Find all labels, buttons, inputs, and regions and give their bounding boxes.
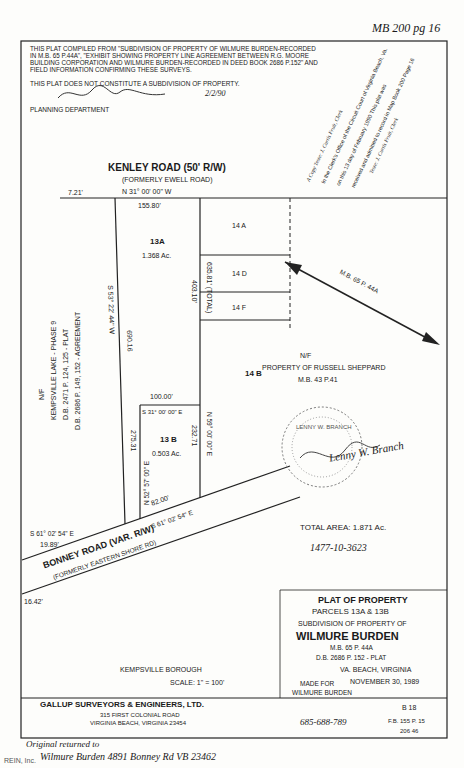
plat-label: D.B. 2471 P. 124, 125 - PLAT: [62, 329, 70, 420]
plat-label: F.B. 155 P. 15: [388, 718, 425, 725]
plat-label: 232.71: [190, 425, 198, 446]
plat-label: N 52° 57' 00" E: [143, 461, 150, 505]
plat-label: REIN, Inc.: [4, 757, 36, 765]
plat-label: S 53° 22' 44" W: [106, 285, 115, 334]
plat-label: 635.81' (TOTAL): [205, 262, 213, 313]
plat-label: 2/2/90: [205, 90, 225, 99]
plat-label: NOVEMBER 30, 1989: [350, 678, 419, 686]
plat-label: 19.89': [40, 541, 59, 549]
plat-label: PARCELS 13A & 13B: [312, 608, 389, 617]
plat-label: VIRGINIA BEACH, VIRGINIA 23454: [90, 720, 186, 727]
plat-label: M.B. 65 P. 44A: [339, 268, 380, 294]
plat-label: N/F: [300, 352, 311, 360]
plat-label: 14 A: [232, 222, 246, 230]
plat-label: S 61° 02' 54" E: [30, 530, 74, 537]
plat-label: 1477-10-3623: [310, 542, 367, 553]
plat-label: WILMURE BURDEN: [296, 630, 399, 642]
plat-label: 403.10': [190, 280, 198, 303]
plat-label: 685-688-789: [300, 718, 347, 728]
plat-label: 7.21': [68, 189, 83, 197]
plat-label: 14 F: [232, 304, 246, 312]
plat-label: THIS PLAT COMPILED FROM "SUBDIVISION OF …: [30, 46, 320, 74]
plat-label: 14 B: [245, 370, 262, 379]
plat-label: 16.42': [24, 598, 43, 606]
plat-label: SCALE: 1" = 100': [170, 679, 224, 687]
plat-label: S 61° 02' 54" E: [150, 509, 194, 530]
plat-label: N/F: [38, 389, 46, 400]
plat-label: Original returned to: [26, 740, 99, 750]
plat-label: 14 D: [232, 270, 247, 278]
plat-label: 155.80': [138, 202, 161, 210]
plat-label: S 31° 00' 00" E: [142, 409, 182, 416]
plat-label: received and admitted to record in Map B…: [350, 57, 416, 188]
plat-label: 13 B: [160, 436, 177, 445]
plat-label: MB 200 pg 16: [372, 22, 440, 35]
plat-label: KEMPSVILLE BOROUGH: [120, 666, 202, 674]
plat-label: KEMPSVILLE LAKE - PHASE 9: [50, 321, 58, 420]
plat-label: VA. BEACH, VIRGINIA: [340, 666, 411, 674]
plat-label: LENNY W. BRANCH: [296, 424, 352, 431]
plat-label: 690.16: [125, 330, 133, 352]
plat-label: D.B. 2686 P. 149, 152 - AGREEMENT: [74, 312, 82, 430]
plat-label: 206 46: [400, 728, 418, 735]
plat-label: (FORMERLY EWELL ROAD): [122, 176, 213, 184]
plat-label: N 59° 00' 00" E: [206, 412, 213, 456]
plat-label: 82.00': [150, 494, 170, 507]
plat-label: PLANNING DEPARTMENT: [30, 106, 109, 113]
plat-label: GALLUP SURVEYORS & ENGINEERS, LTD.: [40, 701, 204, 710]
plat-label: WILMURE BURDEN: [292, 689, 352, 696]
plat-label: D.B. 2686 P. 152 - PLAT: [316, 654, 386, 661]
plat-label: MADE FOR: [300, 680, 334, 687]
plat-label: SUBDIVISION OF PROPERTY OF: [298, 620, 407, 628]
plat-label: N 31° 00' 00" W: [122, 188, 171, 196]
plat-label: PLAT OF PROPERTY: [318, 596, 408, 606]
plat-label: 275.31: [129, 430, 137, 451]
plat-label: KENLEY ROAD (50' R/W): [108, 162, 226, 173]
plat-label: THIS PLAT DOES NOT CONSTITUTE A SUBDIVIS…: [30, 80, 240, 87]
plat-label: B 18: [402, 704, 416, 712]
plat-label: PROPERTY OF RUSSELL SHEPPARD: [262, 364, 385, 372]
plat-label: 0.503 Ac.: [152, 450, 181, 458]
plat-label: 100.00': [150, 393, 173, 401]
plat-label: 315 FIRST COLONIAL ROAD: [100, 712, 180, 719]
plat-label: 13A: [150, 238, 165, 247]
plat-label: M.B. 65 P. 44A: [330, 644, 373, 651]
plat-label: Lenny W. Branch: [328, 439, 405, 464]
plat-label: 1.368 Ac.: [142, 252, 171, 260]
plat-label: M.B. 43 P.41: [298, 376, 338, 384]
plat-label: Wilmure Burden 4891 Bonney Rd VB 23462: [40, 751, 216, 762]
plat-label: TOTAL AREA: 1.871 Ac.: [300, 524, 386, 533]
